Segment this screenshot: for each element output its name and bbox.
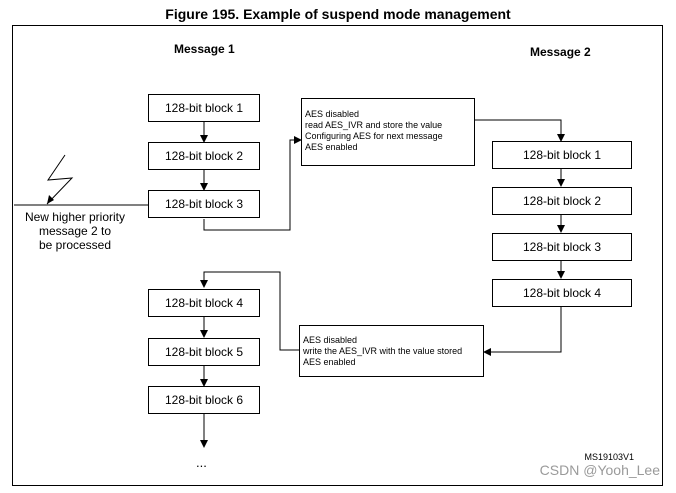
resume-note-line-3: AES enabled — [303, 357, 356, 367]
resume-note-line-2: write the AES_IVR with the value stored — [303, 346, 463, 356]
suspend-note-line-1: AES disabled — [305, 109, 360, 119]
suspend-note-line-2: read AES_IVR and store the value — [305, 120, 443, 130]
arrow-block3-to-suspend-note — [203, 136, 302, 231]
figure-code: MS19103V1 — [584, 452, 634, 462]
resume-note: AES disabled write the AES_IVR with the … — [299, 325, 484, 377]
message-1-heading: Message 1 — [174, 42, 235, 56]
interrupt-line-1: New higher priority — [24, 210, 126, 224]
m1-block-4: 128-bit block 4 — [148, 289, 260, 317]
resume-note-line-1: AES disabled — [303, 335, 358, 345]
m2-block-1: 128-bit block 1 — [492, 141, 632, 169]
continuation-ellipsis: ... — [196, 455, 207, 470]
arrow-resume-note-to-block4 — [200, 271, 299, 351]
m2-block-3: 128-bit block 3 — [492, 233, 632, 261]
suspend-note-line-4: AES enabled — [305, 142, 358, 152]
m1-block-1: 128-bit block 1 — [148, 94, 260, 122]
interrupt-label: New higher priority message 2 to be proc… — [16, 210, 134, 252]
suspend-note-line-3: Configuring AES for next message — [305, 131, 443, 141]
m1-block-5: 128-bit block 5 — [148, 338, 260, 366]
m2-block-4: 128-bit block 4 — [492, 279, 632, 307]
watermark: CSDN @Yooh_Lee — [539, 462, 660, 478]
m1-block-2: 128-bit block 2 — [148, 142, 260, 170]
figure-title: Figure 195. Example of suspend mode mana… — [165, 6, 511, 22]
suspend-note: AES disabled read AES_IVR and store the … — [301, 98, 475, 166]
arrow-suspend-note-to-m2-block1 — [475, 119, 565, 142]
interrupt-line-2: message 2 to — [38, 224, 112, 238]
lightning-bolt-icon — [46, 154, 74, 205]
interrupt-line-3: be processed — [38, 238, 112, 252]
m1-block-6: 128-bit block 6 — [148, 386, 260, 414]
message-2-heading: Message 2 — [530, 45, 591, 59]
diagram-frame — [12, 25, 663, 486]
m1-block-3: 128-bit block 3 — [148, 190, 260, 218]
arrow-m2-block4-to-resume-note — [483, 307, 562, 356]
m2-block-2: 128-bit block 2 — [492, 187, 632, 215]
